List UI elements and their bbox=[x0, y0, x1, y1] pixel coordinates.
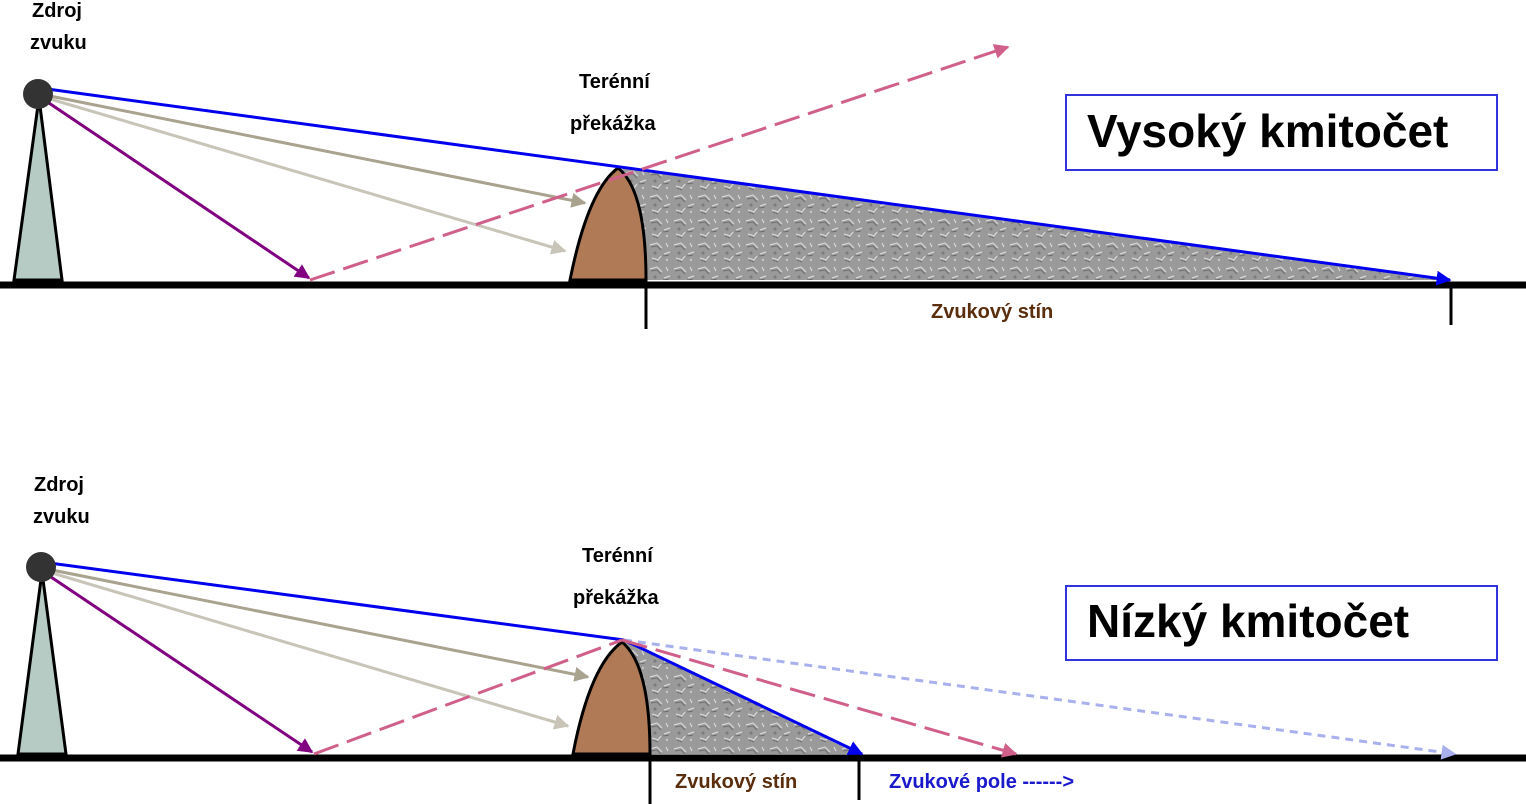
top-source-label-line1: Zdroj bbox=[32, 0, 82, 22]
top-ray-blue bbox=[39, 86, 1452, 286]
top-obstacle-label-line2: překážka bbox=[570, 113, 656, 135]
top-ray-taupe bbox=[39, 92, 587, 208]
bottom-ray-taupe bbox=[41, 566, 590, 682]
top-source-icon bbox=[23, 79, 53, 109]
bottom-shadow-label: Zvukový stín bbox=[675, 771, 797, 793]
bottom-obstacle-label-line1: Terénní bbox=[582, 545, 654, 567]
top-ray-light bbox=[39, 94, 567, 255]
top-ray-purple bbox=[39, 95, 311, 280]
top-tower bbox=[12, 97, 64, 282]
bottom-title-box bbox=[1065, 585, 1498, 661]
top-panel: Zdroj zvuku Terénní překážka Vysoký kmit… bbox=[0, 0, 1526, 329]
bottom-ray-pink-reflected bbox=[313, 638, 623, 756]
bottom-panel: Zdroj zvuku Terénní překážka Nízký kmito… bbox=[0, 474, 1526, 804]
bottom-ray-light bbox=[41, 568, 570, 730]
top-title-box bbox=[1065, 94, 1498, 171]
top-shadow-label: Zvukový stín bbox=[931, 301, 1053, 323]
bottom-field-label: Zvukové pole ------> bbox=[889, 771, 1074, 793]
bottom-ray-blue-diffracted bbox=[623, 638, 864, 756]
bottom-ray-purple bbox=[41, 569, 314, 754]
bottom-source-icon bbox=[26, 552, 56, 582]
top-obstacle-label-line1: Terénní bbox=[579, 71, 651, 93]
bottom-tower bbox=[16, 571, 68, 756]
bottom-source-label-line1: Zdroj bbox=[34, 474, 84, 496]
bottom-source-label-line2: zvuku bbox=[33, 506, 90, 528]
top-title: Vysoký kmitočet bbox=[1087, 105, 1448, 157]
top-ray-pink-reflected bbox=[309, 44, 1010, 282]
bottom-obstacle-label-line2: překážka bbox=[573, 587, 659, 609]
bottom-ray-blue bbox=[41, 560, 625, 642]
top-source-label-line2: zvuku bbox=[30, 32, 87, 54]
bottom-obstacle bbox=[571, 640, 652, 756]
bottom-title: Nízký kmitočet bbox=[1087, 595, 1409, 647]
